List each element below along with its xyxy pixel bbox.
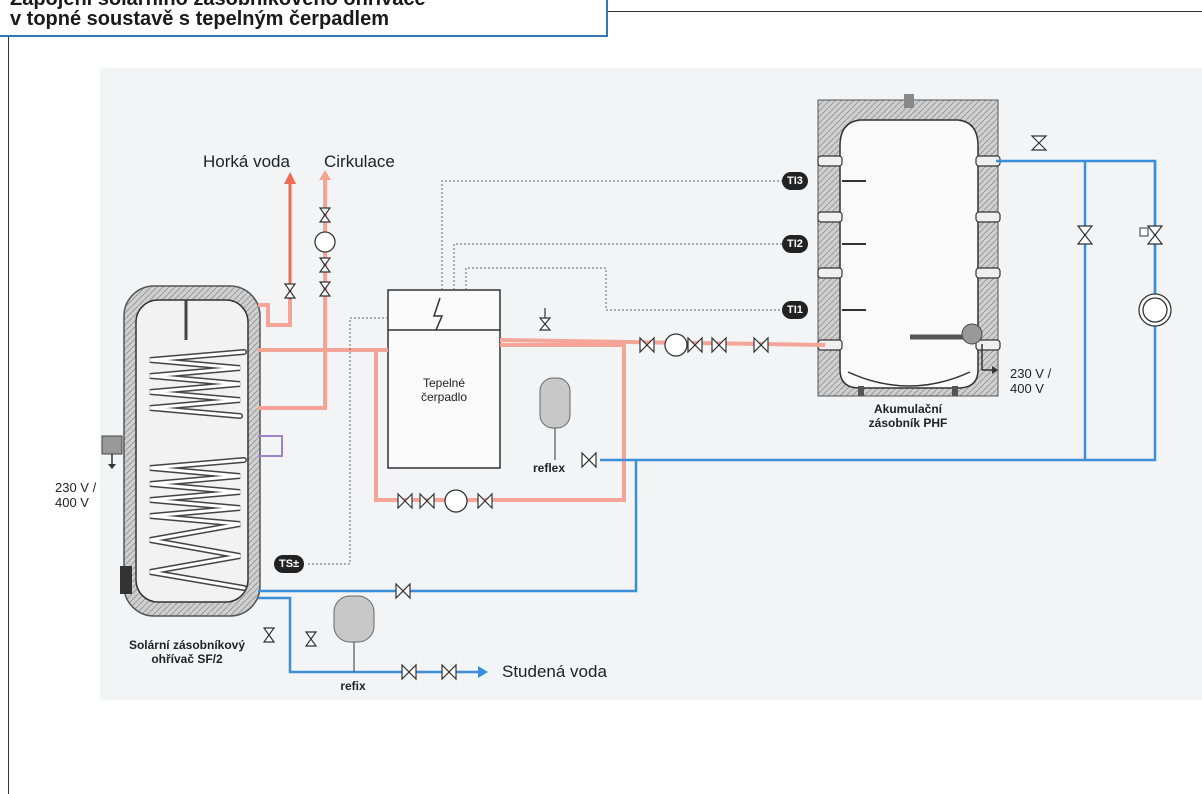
page-title-line-1: Zapojení solárního zásobníkového ohřívač… [10,0,426,11]
label-hot-water: Horká voda [203,152,290,171]
page-title-line-2: v topné soustavě s tepelným čerpadlem [10,8,390,30]
label-heat-pump: Tepelné čerpadlo [420,376,468,404]
solar-tank [101,285,261,617]
label-refix: refix [340,679,366,693]
label-reflex: reflex [532,461,566,475]
hot-pipes [258,178,826,502]
diagram-panel [100,68,1202,700]
expansion-vessel-reflex [539,377,571,460]
sensor-tag-ti1: TI1 [782,301,808,319]
sensor-tag-ti2: TI2 [782,235,808,253]
label-voltage-left: 230 V / 400 V [55,480,97,510]
heat-pump [387,289,501,469]
buffer-tank [817,94,1001,397]
top-rule [608,11,1202,12]
signal-lines [308,180,782,565]
label-cold-water: Studená voda [502,662,607,681]
label-voltage-right: 230 V / 400 V [1010,366,1052,396]
left-rule [8,37,9,794]
title-box: Zapojení solárního zásobníkového ohřívač… [0,0,608,37]
valves [262,135,1164,681]
label-solar-tank: Solární zásobníkový ohřívač SF/2 [128,638,246,666]
label-circulation: Cirkulace [324,152,395,171]
sensor-tag-ti3: TI3 [782,172,808,190]
sensor-tag-ts: TS± [274,555,305,573]
label-buffer-tank: Akumulační zásobník PHF [868,402,948,430]
expansion-vessel-refix [333,595,375,672]
pumps [314,231,1172,513]
